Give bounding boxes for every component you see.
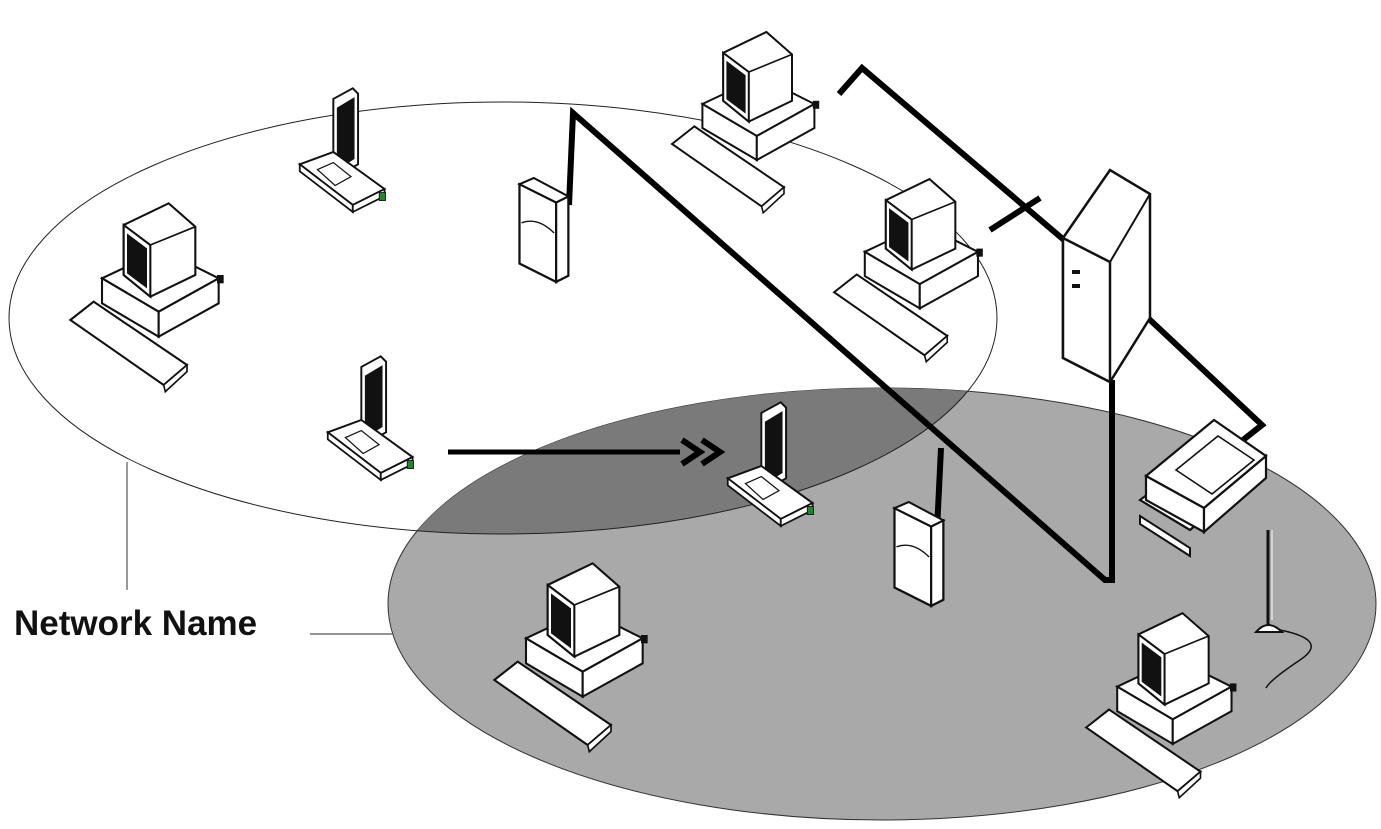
network-name-label: Network Name	[14, 604, 257, 644]
desktop-workstation	[834, 179, 983, 362]
laptop	[300, 88, 386, 212]
laptop	[328, 356, 414, 480]
access-point	[894, 502, 943, 606]
access-point	[519, 178, 568, 282]
desktop-workstation	[672, 32, 819, 213]
server-tower	[1063, 170, 1150, 382]
desktop-workstation	[70, 203, 223, 391]
